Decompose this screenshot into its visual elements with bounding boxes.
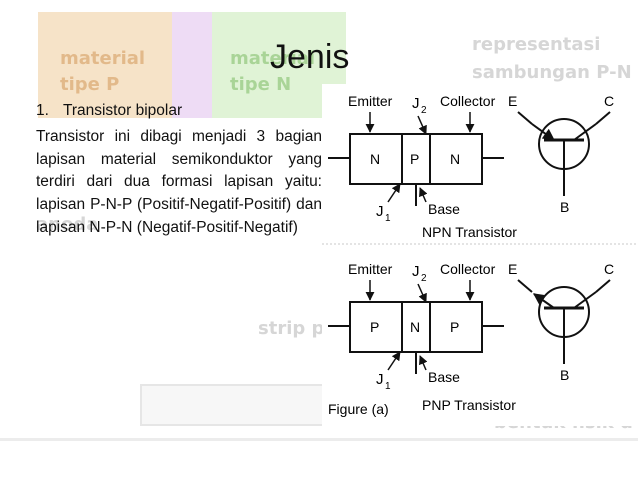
pnp-layer-left — [349, 301, 403, 353]
pnp-symbol-emitter-lead — [517, 279, 533, 293]
npn-symbol-collector-lead — [595, 111, 611, 125]
bg-label-n-line1: material — [230, 48, 316, 69]
pnp-symbol-b: B — [560, 367, 569, 383]
npn-diagram: Emitter J 2 Collector N P N J 1 Base NPN… — [328, 93, 614, 240]
npn-layer-right-label: N — [450, 151, 460, 167]
npn-layer-left-label: N — [370, 151, 380, 167]
npn-layer-left — [349, 133, 403, 185]
pnp-layer-left-label: P — [370, 319, 379, 335]
transistor-figure: Emitter J 2 Collector N P N J 1 Base NPN… — [322, 84, 638, 426]
pnp-j1-arrow — [387, 351, 401, 371]
bg-right-line1: representasi — [472, 34, 601, 55]
pnp-j2-arrow — [417, 283, 427, 303]
npn-emitter-label: Emitter — [348, 93, 393, 109]
list-number: 1. — [36, 102, 49, 119]
pnp-base-label: Base — [428, 369, 460, 385]
pnp-collector-label: Collector — [440, 261, 496, 277]
pnp-symbol-c: C — [604, 261, 614, 277]
npn-j2-arrow — [417, 115, 427, 135]
bg-label-p-line1: material — [60, 48, 146, 69]
pnp-j1-subscript: 1 — [385, 381, 391, 392]
pnp-j2-label: J — [412, 263, 420, 280]
npn-j2-subscript: 2 — [421, 105, 427, 116]
pnp-layer-mid — [401, 301, 431, 353]
npn-j1-label: J — [376, 203, 384, 220]
pnp-layer-right — [429, 301, 483, 353]
pnp-caption: PNP Transistor — [422, 397, 516, 413]
npn-j1-subscript: 1 — [385, 213, 391, 224]
pnp-symbol-e: E — [508, 261, 517, 277]
pnp-j2-subscript: 2 — [421, 273, 427, 284]
npn-j1-arrow — [387, 183, 401, 203]
figure-label: Figure (a) — [328, 401, 389, 417]
npn-caption: NPN Transistor — [422, 224, 517, 240]
npn-layer-mid-label: P — [410, 151, 419, 167]
pnp-emitter-label: Emitter — [348, 261, 393, 277]
bg-divider — [0, 438, 638, 441]
list-item-label: Transistor bipolar — [62, 102, 183, 119]
pnp-symbol-emitter-arrow — [533, 293, 555, 309]
list-item: 1. Transistor bipolar — [36, 100, 322, 123]
npn-symbol-e: E — [508, 93, 517, 109]
npn-symbol-emitter-lead — [517, 111, 533, 125]
pnp-layer-mid-label: N — [410, 319, 420, 335]
bg-label-p-line2: tipe P — [60, 74, 120, 95]
slide-title: Jenis — [270, 38, 350, 76]
npn-base-label: Base — [428, 201, 460, 217]
pnp-j1-label: J — [376, 371, 384, 388]
bg-strip-box — [140, 384, 354, 426]
npn-collector-label: Collector — [440, 93, 496, 109]
npn-symbol-b: B — [560, 199, 569, 215]
npn-symbol-emitter-arrow — [531, 123, 555, 141]
pnp-base-arrow — [419, 355, 428, 371]
npn-base-arrow — [419, 187, 428, 203]
bg-left-fragment: anoda — [36, 214, 99, 235]
npn-j2-label: J — [412, 95, 420, 112]
npn-symbol-collector — [573, 123, 597, 141]
npn-symbol-c: C — [604, 93, 614, 109]
bg-strip-fragment: strip p — [258, 318, 325, 339]
pnp-diagram: Emitter J 2 Collector P N P J 1 Base Fig… — [328, 261, 614, 417]
npn-layer-right — [429, 133, 483, 185]
bg-right-line2: sambungan P-N — [472, 62, 632, 83]
body-paragraph: Transistor ini dibagi menjadi 3 bagian l… — [36, 127, 322, 236]
npn-layer-mid — [401, 133, 431, 185]
transistor-diagram: Emitter J 2 Collector N P N J 1 Base NPN… — [322, 93, 638, 417]
pnp-symbol-collector — [573, 291, 597, 309]
bg-depletion-block — [172, 12, 212, 118]
bg-label-n-line2: tipe N — [230, 74, 292, 95]
slide-body: 1. Transistor bipolar Transistor ini dib… — [36, 100, 322, 240]
bg-material-p-block — [38, 12, 172, 118]
pnp-layer-right-label: P — [450, 319, 459, 335]
pnp-symbol-collector-lead — [595, 279, 611, 293]
